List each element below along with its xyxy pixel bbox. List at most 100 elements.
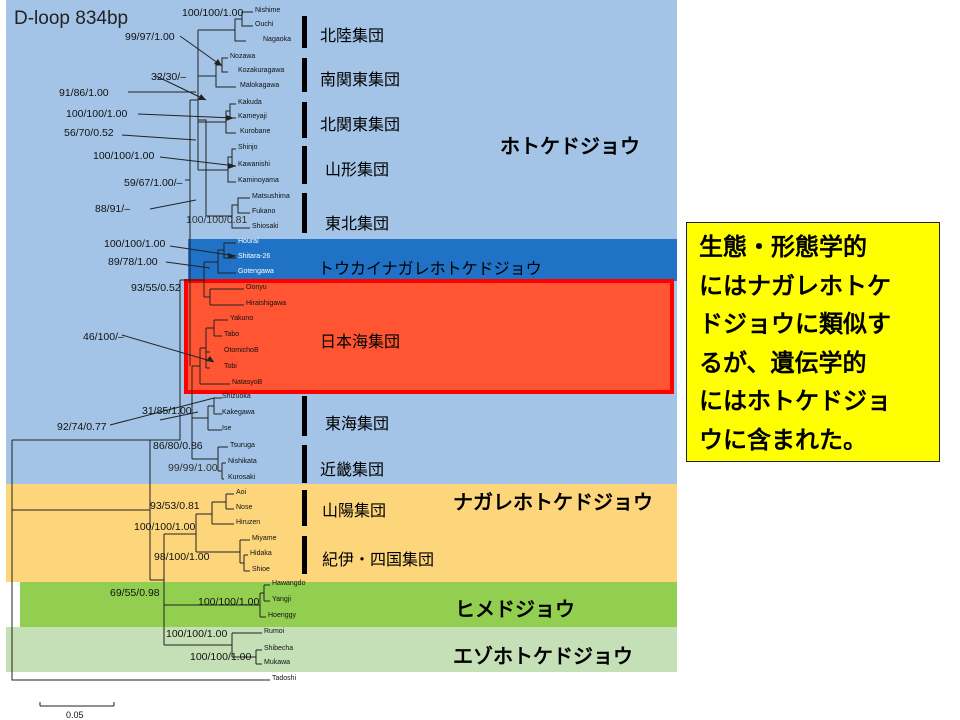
clade-label: 日本海集団 — [320, 334, 401, 351]
scale-label: 0.05 — [66, 710, 84, 720]
leaf-label: Aoi — [236, 489, 247, 496]
clade-bar — [302, 102, 307, 138]
leaf-label: Yangji — [272, 596, 291, 603]
leaf-label: Nose — [236, 504, 253, 511]
leaf-label: Miyame — [252, 535, 277, 542]
clade-bar — [302, 490, 307, 526]
tokai-nagare-band — [188, 239, 677, 281]
leaf-label: Kameyaji — [238, 113, 267, 120]
leaf-label: Shitara-26 — [238, 253, 271, 260]
support-value: 59/67/1.00/– — [124, 177, 183, 189]
support-value: 100/100/0.81 — [186, 214, 248, 226]
support-value: 56/70/0.52 — [64, 127, 114, 139]
note-line: 生態・形態学的 — [699, 234, 867, 261]
support-value: 89/78/1.00 — [108, 256, 158, 268]
leaf-label: Fukano — [252, 208, 276, 215]
leaf-label: Gotengawa — [238, 268, 274, 275]
leaf-label: Tsuruga — [230, 442, 255, 449]
leaf-label: Shinjo — [238, 144, 258, 151]
leaf-label: Hidaka — [250, 550, 272, 557]
note-line: るが、遺伝学的 — [699, 349, 867, 377]
support-value: 100/100/1.00 — [166, 628, 228, 640]
leaf-label: Hiruzen — [236, 519, 261, 526]
clade-bar — [302, 396, 307, 436]
species-label: ヒメドジョウ — [455, 599, 575, 621]
leaf-label: Kaminoyama — [238, 177, 279, 184]
leaf-label: Yakuno — [230, 315, 254, 322]
support-value: 99/97/1.00 — [125, 31, 175, 43]
clade-label: 山形集団 — [325, 162, 390, 179]
support-value: 100/100/1.00 — [182, 7, 244, 19]
nihonkai-box — [184, 279, 674, 394]
clade-label: 東海集団 — [325, 416, 390, 433]
support-value: 100/100/1.00 — [198, 596, 260, 608]
nagare-band — [6, 484, 677, 582]
species-label: ホトケドジョウ — [500, 136, 640, 158]
support-value: 86/80/0.86 — [153, 440, 203, 452]
tree-title: D-loop 834bp — [14, 8, 129, 29]
clade-bar — [302, 445, 307, 483]
leaf-label: Tadoshi — [272, 675, 297, 682]
leaf-label: Kurobane — [240, 128, 271, 135]
leaf-label: Malokagawa — [240, 82, 280, 89]
ezo-band — [6, 627, 677, 672]
leaf-label: Ouchi — [255, 21, 274, 28]
clade-label: トウカイナガレホトケドジョウ — [318, 261, 542, 278]
clade-bar — [302, 146, 307, 184]
support-value: 92/74/0.77 — [57, 421, 107, 433]
leaf-label: Hourai — [238, 238, 259, 245]
leaf-label: Nagaoka — [263, 36, 292, 43]
leaf-label: Tabo — [224, 331, 240, 338]
clade-label: 近畿集団 — [320, 462, 385, 479]
hime-band — [20, 582, 677, 627]
support-value: 98/100/1.00 — [154, 551, 210, 563]
leaf-label: Rumoi — [264, 628, 285, 635]
leaf-label: Matsushima — [252, 193, 290, 200]
leaf-label: Nishime — [255, 7, 281, 14]
leaf-label: Shibecha — [264, 645, 294, 652]
clade-bar — [302, 58, 307, 92]
leaf-label: Hiraishigawa — [246, 300, 287, 307]
leaf-label: Shizuoka — [222, 393, 251, 400]
support-value: 91/86/1.00 — [59, 87, 109, 99]
clade-label: 北陸集団 — [320, 28, 385, 45]
leaf-label: Hoenggy — [268, 612, 297, 619]
clade-label: 山陽集団 — [322, 503, 387, 520]
leaf-label: Kozakuragawa — [238, 67, 285, 74]
note-line: ウに含まれた。 — [699, 426, 867, 454]
leaf-label: Kakuda — [238, 99, 262, 106]
leaf-label: NatasyoB — [232, 379, 263, 386]
species-label: エゾホトケドジョウ — [453, 646, 633, 668]
support-value: 100/100/1.00 — [190, 651, 252, 663]
support-value: 46/100/– — [83, 331, 124, 343]
leaf-label: Tobi — [224, 363, 237, 370]
support-value: 32/30/– — [151, 71, 187, 83]
support-value: 99/99/1.00 — [168, 462, 218, 474]
clade-label: 紀伊・四国集団 — [322, 552, 435, 569]
leaf-label: Kawanishi — [238, 161, 270, 168]
leaf-label: Nishikata — [228, 458, 257, 465]
note-line: にはホトケドジョ — [699, 388, 891, 415]
support-value: 93/55/0.52 — [131, 282, 181, 294]
leaf-label: Ise — [222, 425, 232, 432]
species-label: ナガレホトケドジョウ — [453, 492, 653, 514]
support-value: 69/55/0.98 — [110, 587, 160, 599]
support-value: 31/85/1.00 — [142, 405, 192, 417]
leaf-label: Oonyu — [246, 284, 267, 291]
support-value: 93/53/0.81 — [150, 500, 200, 512]
clade-bar — [302, 16, 307, 48]
support-value: 100/100/1.00 — [104, 238, 166, 250]
clade-label: 東北集団 — [325, 216, 390, 233]
leaf-label: OtomichoB — [224, 347, 259, 354]
leaf-label: Hawangdo — [272, 580, 306, 587]
note-box: 生態・形態学的 にはナガレホトケ ドジョウに類似す るが、遺伝学的 にはホトケド… — [686, 222, 940, 462]
note-line: ドジョウに類似す — [699, 311, 891, 338]
support-value: 100/100/1.00 — [66, 108, 128, 120]
clade-bar — [302, 536, 307, 574]
leaf-label: Kurosaki — [228, 474, 256, 481]
leaf-label: Mukawa — [264, 659, 291, 666]
clade-bar — [302, 193, 307, 233]
leaf-label: Shioe — [252, 566, 270, 573]
note-line: にはナガレホトケ — [699, 272, 891, 300]
